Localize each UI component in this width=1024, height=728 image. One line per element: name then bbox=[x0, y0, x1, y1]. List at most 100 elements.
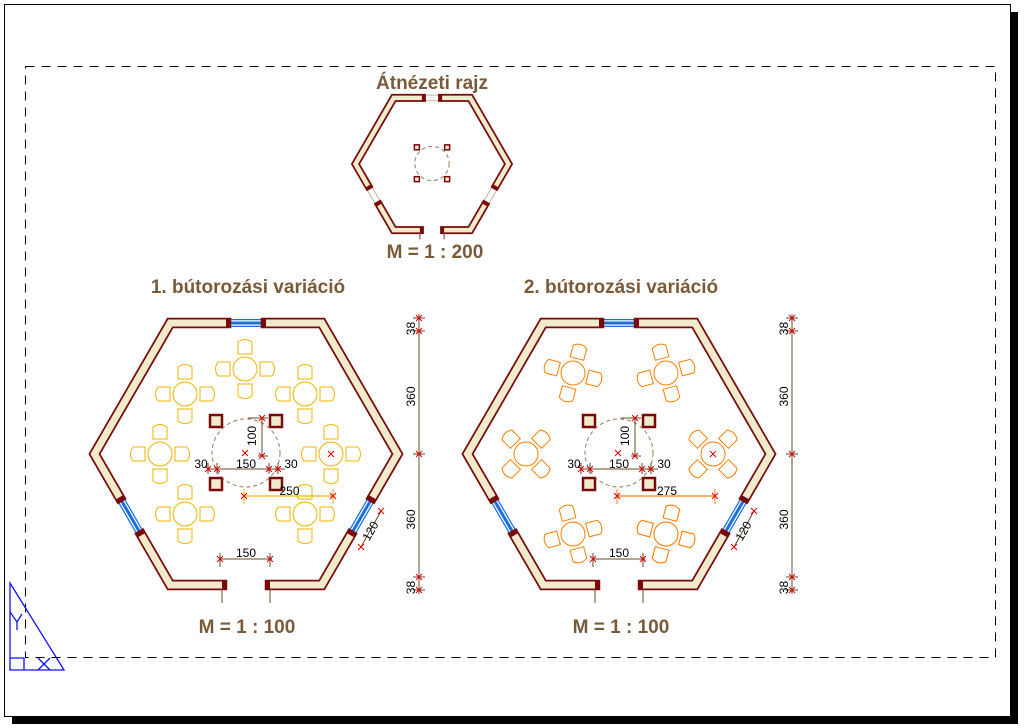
dimension-mark bbox=[631, 414, 639, 422]
wall-fill bbox=[442, 95, 512, 187]
chair-shape bbox=[530, 429, 551, 450]
chair bbox=[297, 484, 313, 500]
ucs-icon bbox=[9, 580, 66, 671]
central-table-outline bbox=[211, 418, 281, 488]
table-set bbox=[155, 364, 215, 424]
chair-shape bbox=[177, 484, 193, 500]
round-table bbox=[653, 360, 679, 386]
chair bbox=[569, 343, 588, 361]
dim-column-offset: 100 bbox=[618, 426, 632, 446]
dimension-mark bbox=[613, 492, 621, 500]
column bbox=[208, 413, 224, 429]
chair bbox=[297, 364, 313, 380]
table-set bbox=[275, 484, 335, 544]
chair-shape bbox=[662, 385, 681, 403]
chair-shape bbox=[130, 446, 146, 462]
chair bbox=[319, 386, 335, 402]
chair bbox=[569, 546, 588, 564]
chair bbox=[636, 369, 654, 388]
chair-shape bbox=[259, 361, 275, 377]
chair-shape bbox=[651, 546, 670, 564]
chair-shape bbox=[717, 429, 738, 450]
table-set bbox=[543, 504, 603, 564]
chair-shape bbox=[678, 358, 696, 377]
chair-shape bbox=[152, 424, 168, 440]
central-table-outline bbox=[414, 145, 450, 182]
chair bbox=[297, 408, 313, 424]
central-table-outline bbox=[584, 418, 654, 488]
dimension-mark bbox=[638, 465, 646, 473]
dimension-mark bbox=[788, 327, 796, 335]
chair-shape bbox=[177, 528, 193, 544]
chair bbox=[237, 339, 253, 355]
column bbox=[641, 413, 657, 429]
chair-shape bbox=[636, 519, 654, 538]
column bbox=[413, 144, 421, 151]
table-set bbox=[501, 429, 551, 479]
chair bbox=[199, 386, 215, 402]
chair bbox=[130, 446, 146, 462]
chair bbox=[155, 506, 171, 522]
dimension-mark bbox=[357, 543, 365, 551]
chair bbox=[585, 519, 603, 538]
chair bbox=[585, 369, 603, 388]
dimension-mark bbox=[415, 450, 423, 458]
dimension-mark bbox=[377, 507, 385, 515]
dim-door-width: 150 bbox=[609, 546, 629, 560]
chair-shape bbox=[155, 506, 171, 522]
round-table bbox=[147, 441, 173, 467]
chair bbox=[543, 358, 561, 377]
round-table bbox=[232, 356, 258, 382]
overview-title: Átnézeti rajz bbox=[376, 72, 488, 94]
chair bbox=[558, 504, 577, 522]
chair bbox=[177, 408, 193, 424]
chair bbox=[297, 528, 313, 544]
dim-column-span: 150 bbox=[236, 457, 256, 471]
chair bbox=[319, 506, 335, 522]
chair-shape bbox=[297, 484, 313, 500]
dimension-mark bbox=[204, 465, 212, 473]
dimension-mark bbox=[750, 507, 758, 515]
center-mark bbox=[614, 449, 622, 457]
dimension-line bbox=[733, 510, 755, 548]
chair-shape bbox=[345, 446, 361, 462]
wall-fill bbox=[138, 533, 222, 589]
dim-table-reach: 275 bbox=[657, 484, 677, 498]
chair-shape bbox=[319, 506, 335, 522]
wall-fill bbox=[639, 319, 775, 499]
vertical-dim-label: 38 bbox=[777, 322, 791, 336]
chair-shape bbox=[636, 369, 654, 388]
chair bbox=[543, 530, 561, 549]
chair bbox=[636, 519, 654, 538]
dimension-mark bbox=[258, 452, 266, 460]
table-set bbox=[688, 429, 738, 479]
wall-fill bbox=[511, 533, 595, 589]
vertical-dim-label: 38 bbox=[404, 322, 418, 336]
chair bbox=[199, 506, 215, 522]
dim-door-width: 150 bbox=[236, 546, 256, 560]
column bbox=[641, 476, 657, 492]
chair-shape bbox=[215, 361, 231, 377]
chair bbox=[275, 506, 291, 522]
vertical-dim-label: 360 bbox=[777, 386, 791, 406]
chair-shape bbox=[585, 369, 603, 388]
dimension-mark bbox=[631, 452, 639, 460]
chair-shape bbox=[155, 386, 171, 402]
dim-side-gap-right: 30 bbox=[657, 457, 671, 471]
round-table bbox=[292, 381, 318, 407]
column bbox=[443, 175, 451, 183]
chair bbox=[688, 458, 709, 479]
table-set bbox=[543, 343, 603, 403]
wall-fill bbox=[377, 203, 420, 233]
chair bbox=[177, 528, 193, 544]
chair bbox=[651, 343, 670, 361]
chair-shape bbox=[199, 506, 215, 522]
dimension-mark bbox=[788, 573, 796, 581]
chair bbox=[688, 429, 709, 450]
wall-fill bbox=[266, 319, 402, 499]
chair bbox=[678, 358, 696, 377]
chair-shape bbox=[177, 364, 193, 380]
window-sash bbox=[119, 496, 142, 536]
